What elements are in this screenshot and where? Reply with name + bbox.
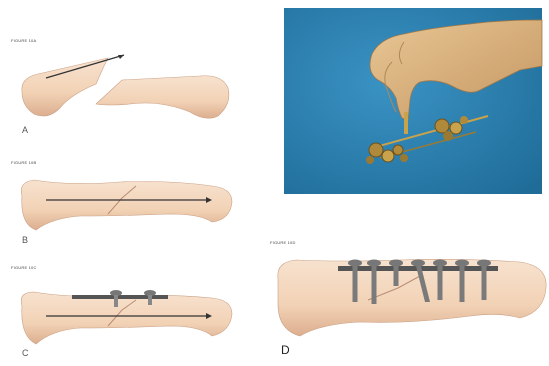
bone-fragment-proximal (22, 58, 108, 116)
device-holder (404, 112, 408, 134)
bone-plated-c (21, 292, 232, 344)
plate-c (72, 295, 168, 299)
panel-b-illustration (21, 180, 232, 230)
panel-c-illustration (21, 290, 232, 344)
panel-d-illustration (278, 259, 546, 336)
bone-reduced-b (21, 180, 232, 230)
device-photo (284, 8, 542, 194)
panel-a-illustration (22, 55, 229, 118)
bone-fragment-distal (96, 76, 229, 119)
